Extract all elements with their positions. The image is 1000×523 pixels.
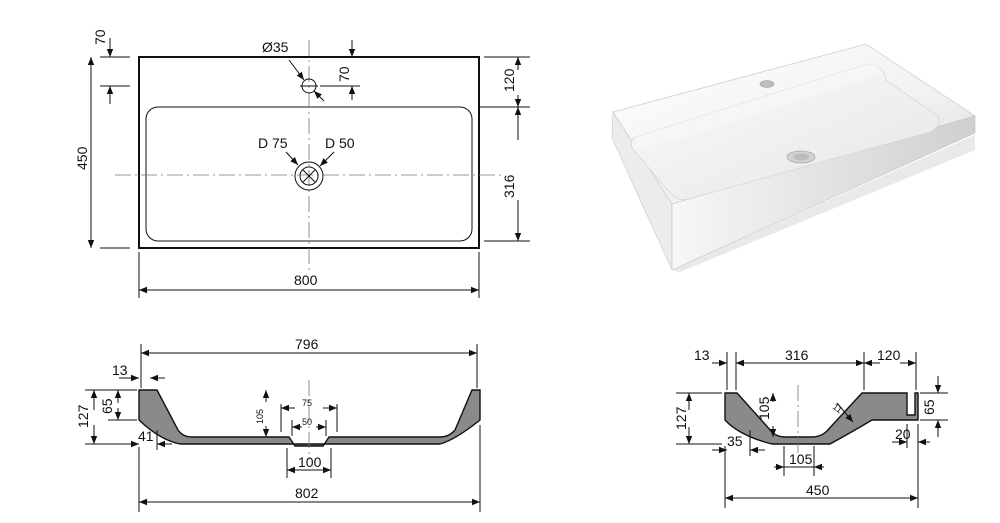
front-overall-height: 127 (75, 404, 91, 428)
front-inner-width: 796 (295, 336, 319, 352)
overall-depth: 450 (74, 146, 90, 170)
front-drain-bottom: 100 (298, 454, 322, 470)
side-section-shape (724, 392, 919, 445)
front-edge-width: 41 (138, 428, 154, 444)
front-rim: 13 (112, 362, 128, 378)
hole-offset-left-marker: 70 (92, 29, 108, 45)
side-rim: 13 (694, 347, 710, 363)
top-view: Ø35 70 D 75 D 50 70 450 120 316 (74, 29, 530, 298)
front-bowl-depth: 105 (255, 409, 265, 424)
side-bowl-depth: 105 (756, 396, 772, 420)
side-lip: 20 (895, 426, 911, 442)
side-section: 13 316 120 127 105 11 65 35 (673, 347, 948, 508)
front-rim: 120 (501, 68, 517, 92)
drain-inner (299, 166, 319, 186)
sink-3d-render (611, 43, 976, 272)
side-right-height: 65 (921, 399, 937, 415)
front-outer-width: 802 (295, 485, 319, 501)
front-section: 796 13 65 127 41 105 75 50 (75, 336, 481, 512)
drain-small-label: D 50 (325, 135, 355, 151)
side-shelf: 120 (877, 347, 901, 363)
side-overall-depth: 450 (806, 482, 830, 498)
hole-diameter-label: Ø35 (262, 39, 289, 55)
side-edge: 35 (727, 433, 743, 449)
side-drain: 105 (789, 451, 813, 467)
hole-offset-top: 70 (336, 66, 352, 82)
front-drain-inner: 50 (302, 417, 312, 427)
drain-large-label: D 75 (258, 135, 288, 151)
bowl-depth: 316 (501, 174, 517, 198)
side-radius: 11 (831, 401, 844, 415)
overall-width: 800 (294, 272, 318, 288)
front-drain-outer: 75 (302, 398, 312, 408)
drain-outer (294, 161, 324, 191)
side-bowl: 316 (785, 347, 809, 363)
side-overall-height: 127 (673, 406, 689, 430)
front-bowl-height: 65 (99, 398, 115, 414)
front-section-shape (138, 389, 481, 447)
